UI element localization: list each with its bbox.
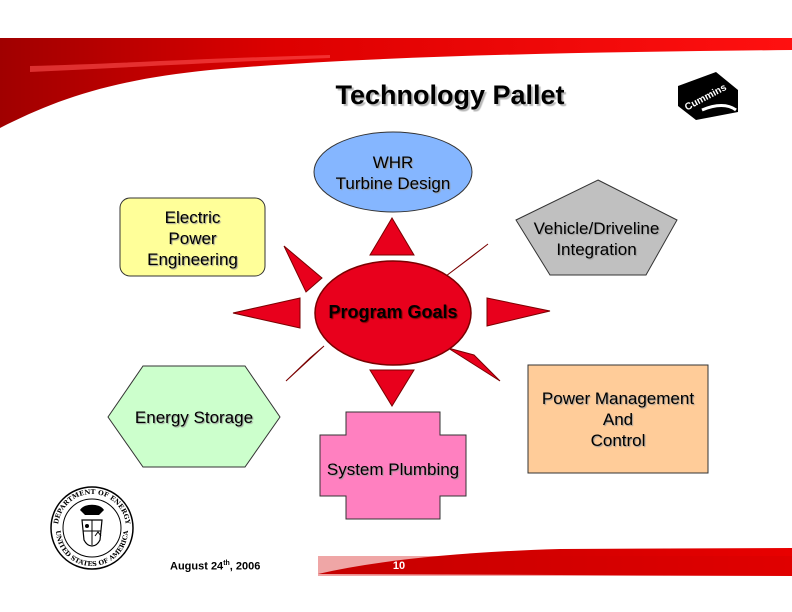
footer-date: August 24th, 2006: [170, 560, 260, 573]
whr-line-1: WHR: [372, 153, 414, 172]
electric-label: Electric Power Engineering: [122, 207, 263, 270]
program-goals-ellipse: [314, 260, 472, 366]
vehicle-line-1: Vehicle/Driveline: [533, 219, 660, 238]
power-box: [527, 364, 709, 474]
power-label: Power Management And Control: [528, 388, 708, 451]
ray-down: [369, 369, 415, 407]
ray-up: [369, 217, 415, 256]
electric-line-3: Engineering: [147, 250, 238, 269]
power-line-1: Power Management: [541, 389, 695, 408]
electric-line-1: Electric: [164, 208, 221, 227]
ray-up-right: [445, 243, 489, 277]
vehicle-label: Vehicle/Driveline Integration: [516, 218, 677, 260]
ray-up-left: [283, 245, 323, 293]
ray-right: [486, 297, 551, 327]
ray-down-right: [447, 347, 501, 382]
date-prefix: August 24: [170, 560, 224, 573]
header-banner: [0, 38, 792, 128]
electric-box: [119, 197, 266, 277]
cummins-logo: Cummins: [678, 72, 738, 120]
doe-seal: DEPARTMENT OF ENERGY UNITED STATES OF AM…: [50, 486, 134, 570]
date-suffix-sup: th: [223, 560, 230, 567]
ray-down-left: [285, 345, 325, 382]
vehicle-line-2: Integration: [556, 240, 637, 259]
plumbing-cross: [319, 411, 467, 520]
whr-line-2: Turbine Design: [335, 174, 451, 193]
power-line-2: And: [602, 410, 634, 429]
date-year: , 2006: [229, 560, 261, 573]
power-line-3: Control: [590, 431, 646, 450]
program-goals-label: Program Goals: [328, 302, 458, 322]
energy-hexagon: [107, 365, 281, 468]
whr-ellipse: [313, 131, 473, 213]
vehicle-pentagon: [515, 179, 678, 276]
slide-title: Technology Pallet: [335, 80, 565, 110]
energy-label: Energy Storage: [134, 408, 254, 427]
footer-bar: [318, 548, 792, 576]
plumbing-label: System Plumbing: [326, 460, 460, 479]
ray-left: [232, 297, 301, 329]
page-number: 10: [392, 560, 406, 572]
electric-line-2: Power: [168, 229, 217, 248]
radial-arrows: [232, 217, 551, 407]
whr-label: WHR Turbine Design: [318, 152, 468, 194]
